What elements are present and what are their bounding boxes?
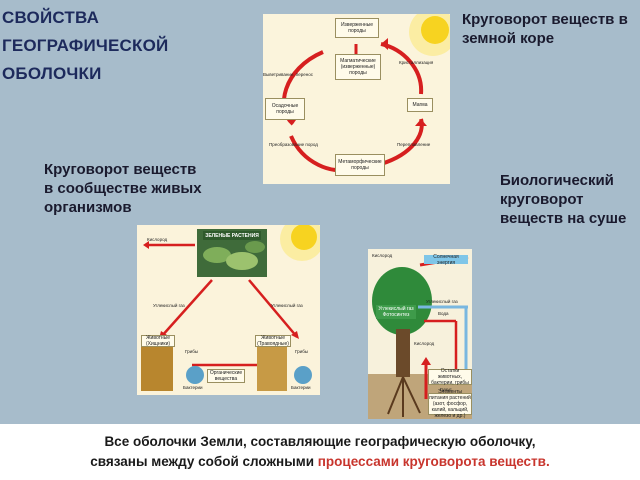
text-fungi-left: Грибы (185, 349, 199, 354)
box-igneous-rocks: Изверженные породы (335, 18, 379, 38)
box-green-plants: ЗЕЛЕНЫЕ РАСТЕНИЯ (203, 231, 261, 240)
box-magmatic-rocks: Магматические (изверженные) породы (335, 54, 381, 80)
sun-icon (421, 16, 449, 44)
community-cycle-diagram (141, 225, 320, 391)
text-co2-left: Углекислый газ (153, 303, 185, 308)
box-animals-predators: Животные (Хищники) (141, 335, 175, 347)
box-magma: Магма (407, 98, 433, 112)
box-sedimentary-rocks: Осадочные породы (265, 98, 305, 120)
text-bacteria-left: Бактерии (183, 385, 203, 390)
arrow-co2-right (248, 279, 298, 338)
text-co2-right: Углекислый газ (271, 303, 303, 308)
box-photosynthesis: Углекислый газ Фотосинтез (376, 305, 416, 319)
label-crust-cycle: Круговорот веществ в земной коре (462, 11, 628, 47)
box-animal-remains: Остатки животных, бактерии, грибы (428, 368, 472, 386)
caption-line-1: Все оболочки Земли, составляющие географ… (104, 434, 536, 449)
arrow-crystallization (380, 42, 424, 95)
label-community-cycle: Круговорот веществ в сообществе живых ор… (44, 161, 202, 216)
bacteria-icon-left (186, 366, 204, 384)
box-metamorphic-rocks: Метаморфические породы (335, 154, 385, 176)
text-melting: Переплавление (397, 142, 431, 147)
leopard-image (141, 345, 173, 391)
box-organic-matter: Органические вещества (207, 369, 245, 383)
arrow-co2-left (160, 279, 213, 338)
label-biological-cycle: Биологический круговорот веществ на суше (500, 172, 627, 227)
caption-line-2: связаны между собой сложными процессами … (0, 452, 640, 472)
caption-line-2-prefix: связаны между собой сложными (90, 454, 315, 469)
panel-crust-cycle: Изверженные породы Магматические (изверж… (263, 14, 450, 184)
box-animals-herbivores: Животные (Травоядные) (255, 335, 291, 347)
text-fungi-right: Грибы (295, 349, 309, 354)
tree-trunk-image (396, 329, 410, 377)
panel-biological-cycle: Кислород Солнечная энергия Углекислый га… (368, 249, 472, 419)
text-humus: Гумус (440, 387, 452, 392)
text-weathering: Выветривание, перенос (263, 72, 314, 77)
text-oxygen: Кислород (147, 237, 168, 242)
sun-icon (291, 225, 317, 250)
text-transformation: Преобразование пород (269, 142, 318, 147)
text-bacteria-right: Бактерии (291, 385, 311, 390)
box-plant-nutrients: Элементы питания растений (азот, фосфор,… (428, 389, 472, 419)
text-oxygen: Кислород (372, 253, 393, 258)
giraffe-image (257, 345, 287, 391)
bacteria-icon-right (294, 366, 312, 384)
text-water: Вода (438, 311, 449, 316)
caption-highlight: процессами круговорота веществ. (317, 454, 550, 469)
caption: Все оболочки Земли, составляющие географ… (0, 424, 640, 480)
text-oxygen-2: Кислород (414, 341, 435, 346)
box-solar-energy: Солнечная энергия (424, 254, 468, 266)
panel-community-cycle: ЗЕЛЕНЫЕ РАСТЕНИЯ Кислород Животные (Хищн… (137, 225, 320, 395)
text-co2: Углекислый газ (426, 299, 458, 304)
tree-crown-image (372, 267, 432, 335)
page-title: СВОЙСТВА ГЕОГРАФИЧЕСКОЙ ОБОЛОЧКИ (2, 8, 169, 83)
text-crystallization: Кристаллизация (399, 60, 434, 65)
